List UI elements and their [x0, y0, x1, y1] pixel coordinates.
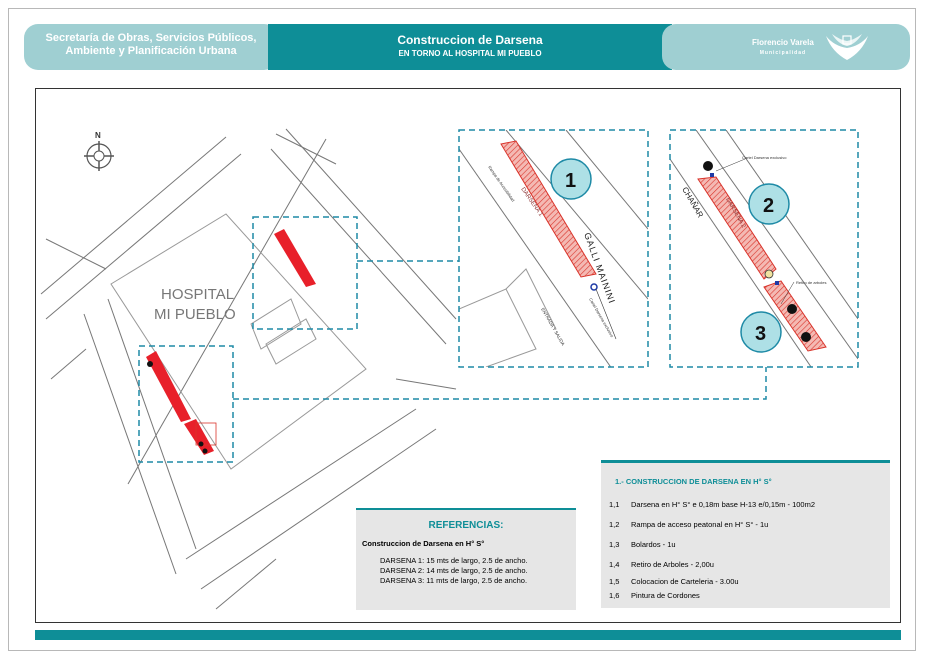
darsena-3-shape [184, 419, 214, 455]
header-municipio: Florencio Varela Municipalidad [662, 24, 910, 70]
page-title: Construccion de Darsena [397, 33, 543, 47]
work-item-text: Pintura de Cordones [631, 591, 700, 600]
reference-darsena-2: DARSENA 2: 14 mts de largo, 2.5 de ancho… [380, 566, 528, 575]
reference-darsena-3: DARSENA 3: 11 mts de largo, 2.5 de ancho… [380, 576, 528, 585]
hospital-label-line1: HOSPITAL [161, 286, 234, 303]
work-item-num: 1,2 [609, 520, 620, 529]
marker-2-label: 2 [763, 195, 774, 217]
note-cartel-2: Cartel Darsena exclusivo [742, 155, 787, 160]
secretaria-line2: Ambiente y Planificación Urbana [65, 45, 237, 57]
reference-darsena-1: DARSENA 1: 15 mts de largo, 2.5 de ancho… [380, 556, 528, 565]
zoom-area-1 [252, 216, 358, 330]
darsena-1-shape [274, 229, 316, 287]
north-label: N [95, 131, 101, 140]
site-plan-map: N HOSPITAL MI PUEBLO [40, 128, 859, 610]
work-item-num: 1,5 [609, 577, 620, 586]
brand-sub: Municipalidad [759, 50, 807, 56]
references-panel: REFERENCIAS: Construccion de Darsena en … [356, 508, 576, 610]
work-items-panel: 1.- CONSTRUCCION DE DARSENA EN H° S° 1,1… [601, 460, 890, 608]
work-item-num: 1,1 [609, 500, 620, 509]
work-item-text: Retiro de Arboles - 2,00u [631, 560, 714, 569]
references-lines: DARSENA 1: 15 mts de largo, 2.5 de ancho… [380, 556, 576, 586]
street-grid [40, 128, 457, 610]
municipio-brand: Florencio Varela Municipalidad [752, 38, 814, 56]
references-title: REFERENCIAS: [428, 520, 504, 531]
work-item-row: 1,5 Colocacion de Carteleria - 3.00u [609, 577, 739, 586]
page-subtitle: EN TORNO AL HOSPITAL MI PUEBLO [398, 49, 542, 58]
work-item-row: 1,2 Rampa de acceso peatonal en H° S° - 1… [609, 520, 768, 529]
zoom-area-2 [138, 345, 234, 463]
hospital-label-line2: MI PUEBLO [154, 306, 236, 323]
work-item-num: 1,3 [609, 540, 620, 549]
marker-3-icon [740, 311, 782, 353]
work-items-head: 1.- CONSTRUCCION DE DARSENA EN H° S° [615, 477, 772, 486]
work-item-num: 1,6 [609, 591, 620, 600]
work-item-text: Bolardos - 1u [631, 540, 676, 549]
work-item-row: 1,4 Retiro de Arboles - 2,00u [609, 560, 714, 569]
marker-1-icon [550, 158, 592, 200]
florencio-varela-logo-icon [826, 34, 868, 60]
tree-icon [147, 361, 153, 367]
work-item-row: 1,1 Darsena en H° S° e 0,18m base H-13 e/… [609, 500, 815, 509]
work-item-text: Darsena en H° S° e 0,18m base H-13 e/0,1… [631, 500, 816, 509]
footer-bar [35, 630, 901, 640]
header-secretaria: Secretaría de Obras, Servicios Públicos,… [24, 24, 278, 70]
work-item-text: Rampa de acceso peatonal en H° S° - 1u [631, 520, 769, 529]
work-item-num: 1,4 [609, 560, 620, 569]
work-item-row: 1,3 Bolardos - 1u [609, 540, 676, 549]
secretaria-line1: Secretaría de Obras, Servicios Públicos, [45, 32, 257, 44]
north-compass-icon [84, 141, 114, 171]
brand-name: Florencio Varela [752, 38, 814, 47]
header-title-block: Construccion de Darsena EN TORNO AL HOSP… [268, 24, 672, 70]
darsena-2-shape [146, 351, 191, 422]
work-item-row: 1,6 Pintura de Cordones [609, 591, 700, 600]
work-item-text: Colocacion de Carteleria - 3.00u [631, 577, 739, 586]
marker-2-icon [748, 183, 790, 225]
references-subtitle: Construccion de Darsena en H° S° [362, 539, 485, 548]
note-retiro: Retiro de arboles [796, 280, 826, 285]
marker-1-label: 1 [565, 170, 576, 192]
marker-3-label: 3 [755, 323, 766, 345]
